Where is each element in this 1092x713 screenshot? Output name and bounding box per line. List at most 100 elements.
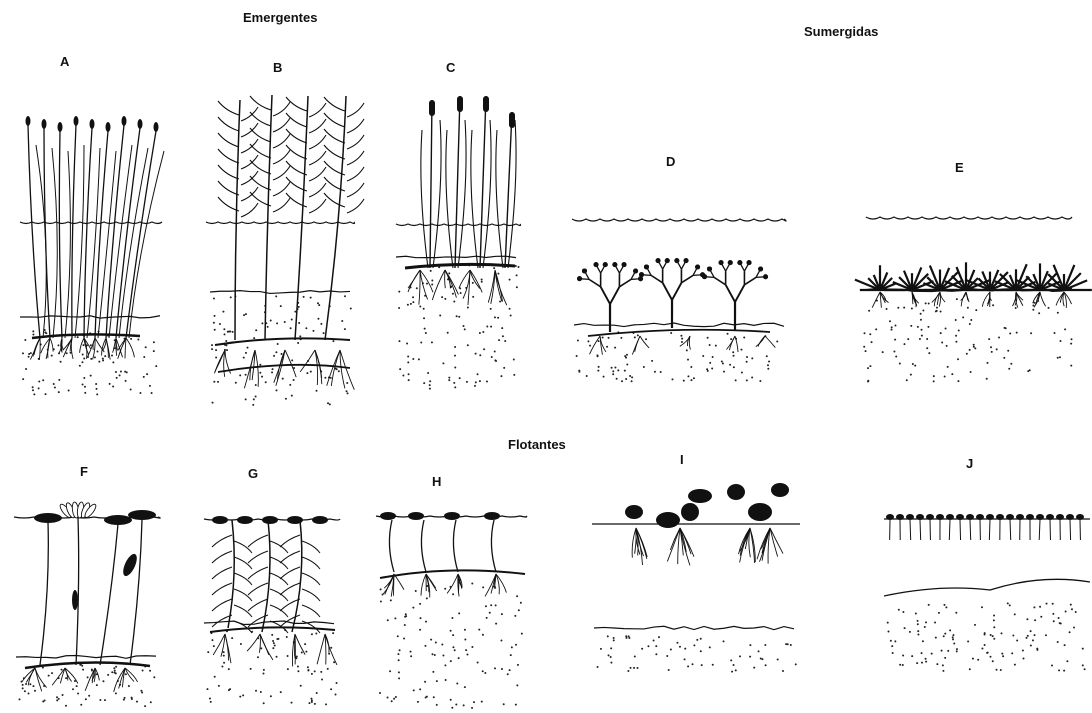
reed-stem — [295, 96, 308, 340]
tiny-floating-leaf — [1016, 514, 1024, 520]
tiny-floating-leaf — [1056, 514, 1064, 520]
stem-branch — [248, 599, 268, 611]
roots — [872, 292, 888, 308]
roots — [421, 574, 437, 597]
roots — [213, 634, 231, 663]
reed-leaf — [309, 119, 326, 133]
roots — [408, 270, 433, 305]
reed-leaf — [347, 135, 364, 149]
rush-stem — [52, 148, 57, 338]
tiny-floating-leaf — [1046, 514, 1054, 520]
cattail-spike — [429, 100, 435, 116]
leaf-tip — [665, 258, 670, 263]
sediment-surface-line — [20, 316, 160, 318]
rush-stem — [65, 151, 70, 338]
stem-branch — [234, 621, 252, 633]
leaf-tip — [719, 260, 724, 265]
rhizome — [218, 365, 350, 372]
reed-leaf — [309, 183, 326, 197]
leaf-tip — [656, 258, 661, 263]
roots — [1056, 292, 1071, 308]
reed-stem — [325, 96, 346, 340]
panel-label-f: F — [80, 464, 88, 479]
floating-leaf — [128, 510, 156, 520]
reed-leaf — [241, 107, 258, 121]
tiny-floating-leaf — [916, 514, 924, 520]
group-label-sumergidas: Sumergidas — [804, 24, 878, 39]
submerged-branch — [681, 275, 693, 282]
reed-leaf — [218, 181, 239, 195]
cattail-spike — [457, 96, 463, 112]
leaf-tip — [695, 264, 700, 269]
reed-leaf — [347, 119, 364, 133]
submerged-branch — [735, 285, 744, 302]
reed-leaf — [241, 155, 258, 169]
panel-label-c: C — [446, 60, 456, 75]
tiny-floating-leaf — [886, 514, 894, 520]
sediment-dots — [597, 635, 797, 672]
rush-flower-head — [106, 122, 111, 132]
rush-stem — [126, 131, 156, 338]
panel-h-floating-stolon-illustration — [376, 512, 527, 709]
water-surface-line — [20, 222, 162, 224]
roots — [632, 528, 647, 565]
rush-flower-head — [74, 116, 79, 126]
roots — [912, 292, 919, 307]
lily-petiole — [100, 524, 118, 665]
reed-leaf — [309, 199, 326, 213]
floating-leaf — [681, 503, 699, 521]
reed-leaf — [324, 129, 345, 143]
stem-branch — [248, 535, 268, 547]
leaf-tip — [737, 260, 742, 265]
roots — [459, 270, 482, 305]
roots — [118, 338, 135, 359]
leaf-tip — [707, 266, 712, 271]
lily-petiole — [130, 520, 142, 665]
reed-leaf — [250, 144, 271, 158]
reed-leaf — [241, 203, 258, 217]
submerged-branch — [726, 285, 735, 302]
roots — [63, 338, 73, 359]
reed-leaf — [347, 103, 364, 117]
leaf-tip — [684, 258, 689, 263]
cattail-stem — [480, 96, 486, 268]
rush-flower-head — [58, 122, 63, 132]
reed-leaf — [250, 112, 271, 126]
reed-leaf — [218, 165, 239, 179]
reed-leaf — [347, 199, 364, 213]
tiny-floating-leaf — [966, 514, 974, 520]
floating-leaf — [748, 503, 772, 521]
stem-branch — [212, 535, 232, 547]
roots — [300, 350, 322, 385]
reed-leaf — [250, 128, 271, 142]
panel-label-e: E — [955, 160, 964, 175]
tiny-floating-leaf — [1026, 514, 1034, 520]
roots — [932, 292, 945, 307]
floating-root — [910, 520, 911, 540]
sediment-surface-line — [574, 323, 784, 327]
floating-petiole — [491, 520, 496, 572]
rush-stem — [84, 128, 92, 338]
leaf-tip — [639, 272, 644, 277]
submerged-leaf — [72, 590, 78, 610]
reed-leaf — [309, 135, 326, 149]
floating-leaf — [444, 512, 460, 520]
sediment-surface-line — [16, 656, 156, 659]
roots — [590, 336, 606, 355]
roots — [22, 668, 47, 691]
sediment-dots — [398, 264, 519, 389]
tiny-floating-leaf — [936, 514, 944, 520]
stem-branch — [234, 541, 252, 553]
cattail-stem — [455, 96, 460, 268]
rush-stem — [129, 151, 164, 338]
floating-leaf — [212, 516, 228, 524]
floating-leaf — [656, 512, 680, 528]
reed-leaf — [218, 101, 239, 115]
roots — [757, 528, 783, 564]
tiny-floating-leaf — [946, 514, 954, 520]
reed-leaf — [218, 149, 239, 163]
tiny-floating-leaf — [1006, 514, 1014, 520]
leaf-tip — [594, 262, 599, 267]
roots — [292, 634, 305, 666]
stem-branch — [248, 583, 268, 595]
